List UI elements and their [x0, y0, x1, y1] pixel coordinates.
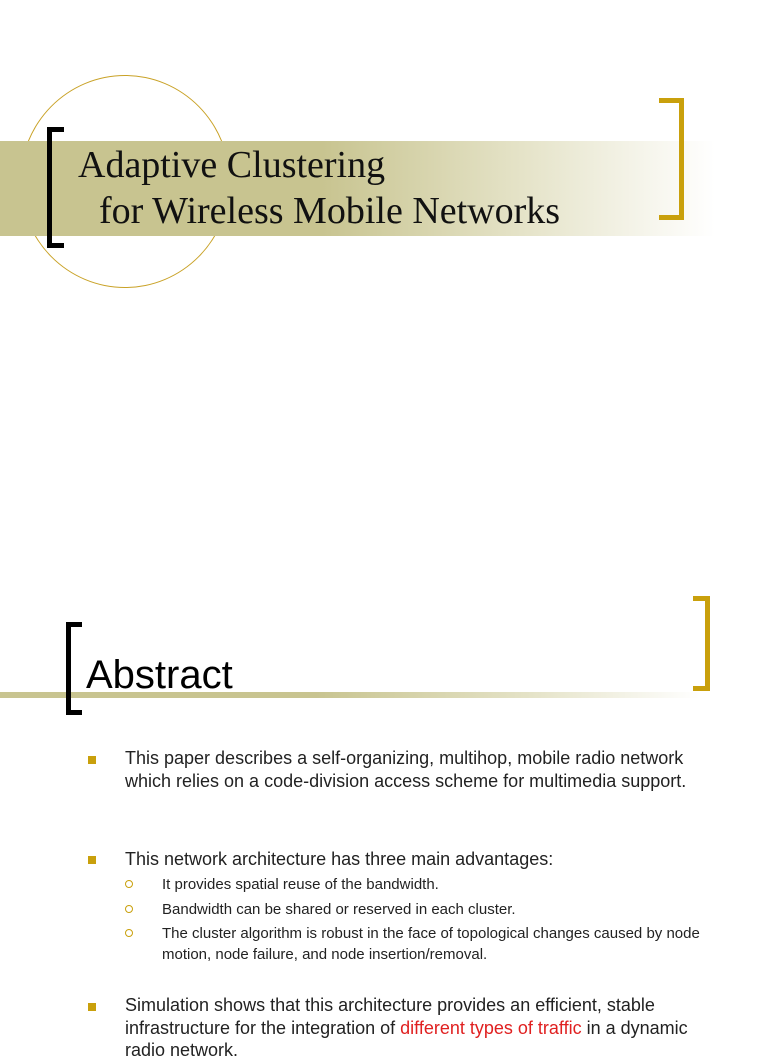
- title-band: [0, 141, 715, 236]
- bullet-item: This network architecture has three main…: [125, 849, 554, 869]
- heading-band: [0, 692, 700, 698]
- slide-title-line2: for Wireless Mobile Networks: [99, 190, 561, 232]
- left-bracket: [66, 622, 82, 715]
- square-bullet-icon: [88, 756, 96, 764]
- square-bullet-icon: [88, 1003, 96, 1011]
- slide-title-line1: Adaptive Clustering: [78, 144, 386, 186]
- sub-bullet-item: It provides spatial reuse of the bandwid…: [162, 876, 439, 893]
- ring-bullet-icon: [125, 929, 133, 937]
- right-bracket: [693, 596, 710, 691]
- square-bullet-icon: [88, 856, 96, 864]
- bullet-item: Simulation shows that this architecture …: [125, 994, 725, 1062]
- abstract-heading: Abstract: [86, 653, 233, 697]
- title-slide: Adaptive Clustering for Wireless Mobile …: [0, 75, 715, 288]
- bullet-item: This paper describes a self-organizing, …: [125, 748, 687, 791]
- sub-bullet-item: The cluster algorithm is robust in the f…: [162, 925, 700, 963]
- slide-title: Adaptive Clustering for Wireless Mobile …: [78, 142, 560, 234]
- ring-bullet-icon: [125, 880, 133, 888]
- ring-bullet-icon: [125, 905, 133, 913]
- highlighted-text: different types of traffic: [400, 1017, 582, 1038]
- left-bracket: [47, 127, 64, 248]
- sub-bullet-item: Bandwidth can be shared or reserved in e…: [162, 901, 516, 918]
- right-bracket: [659, 98, 684, 220]
